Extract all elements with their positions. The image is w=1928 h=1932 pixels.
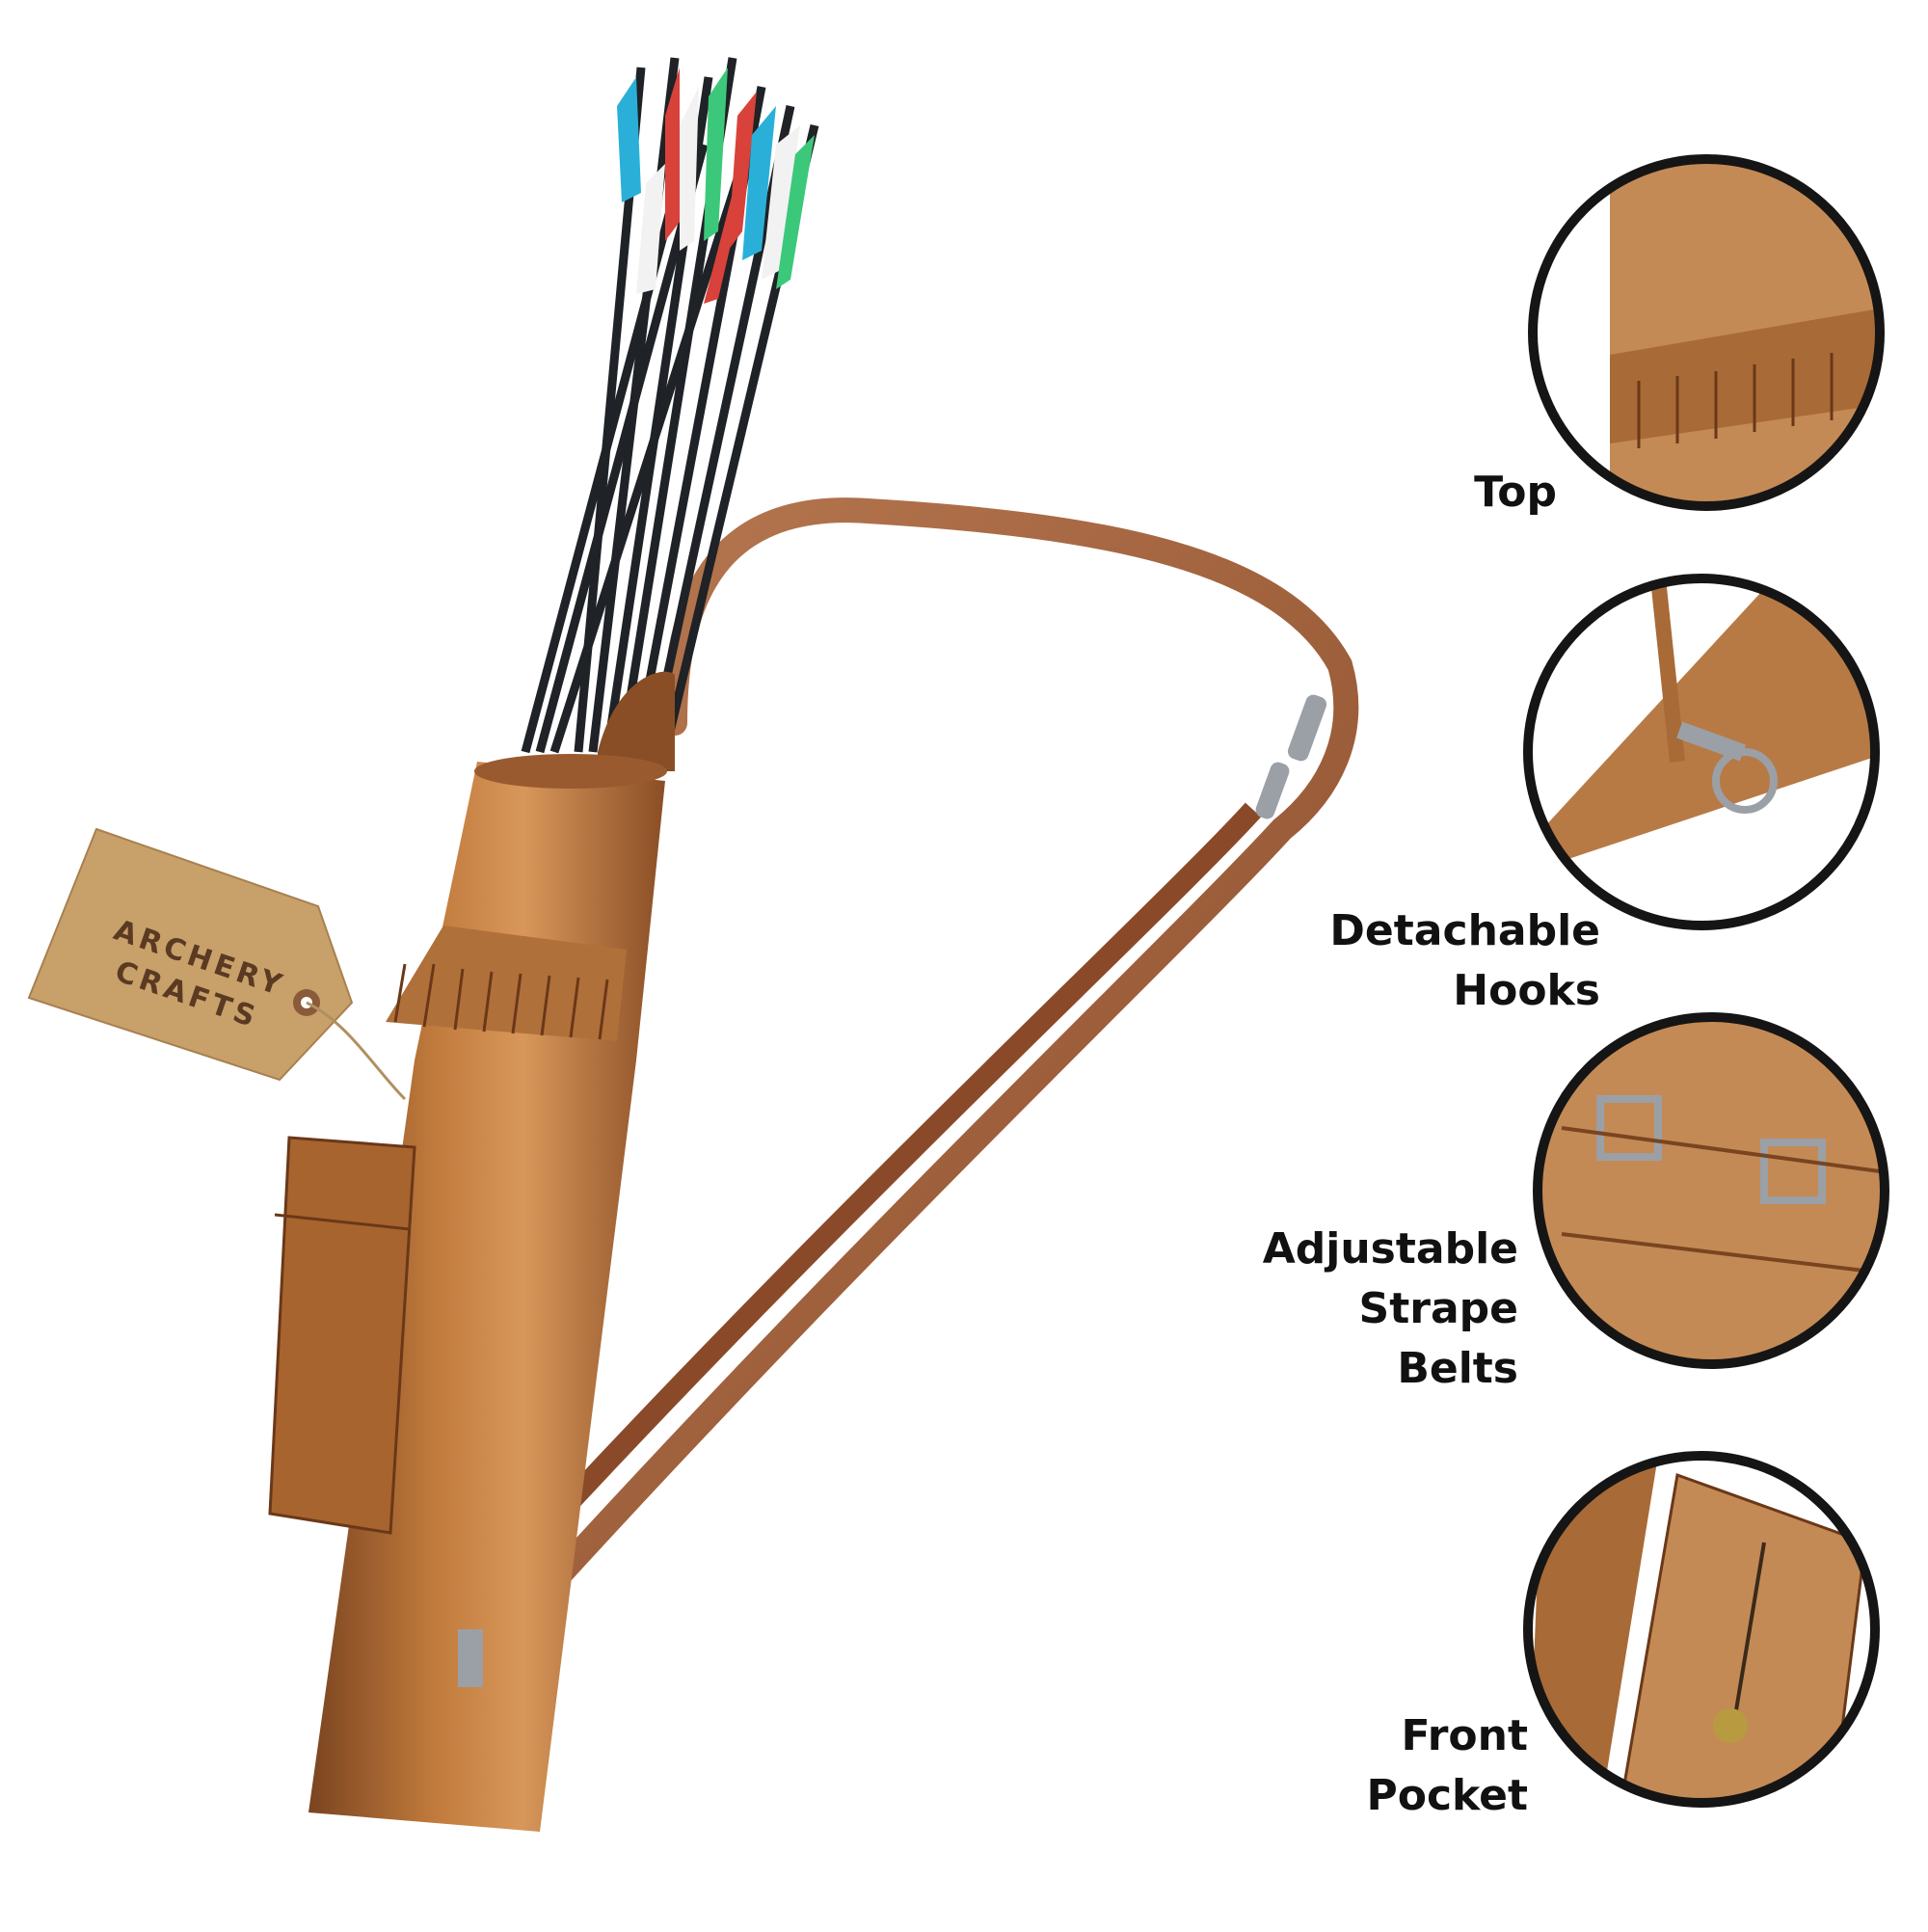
quiver-back-flap [598,671,675,771]
shoulder-strap [489,497,1359,1651]
feature-label-straps: Adjustable Strape Belts [1262,1224,1518,1393]
feature-circle-pocket [1523,1451,1880,1808]
hang-tag [27,827,407,1101]
bottom-buckle [458,1629,483,1687]
feature-circle-top [1528,154,1885,511]
feature-label-hooks: Detachable Hooks [1329,906,1600,1015]
feature-circle-straps [1533,1012,1889,1369]
arrows [521,57,819,754]
front-pocket [268,1136,416,1535]
quiver-opening [474,754,667,789]
strap-hook-top [1287,694,1327,762]
quiver-fringe [386,926,627,1041]
feature-label-top: Top [1474,468,1557,517]
feature-label-pocket: Front Pocket [1366,1711,1528,1820]
feature-circle-hooks [1523,574,1880,930]
strap-lower [444,802,1262,1637]
strap-hook-bottom [1255,762,1290,819]
